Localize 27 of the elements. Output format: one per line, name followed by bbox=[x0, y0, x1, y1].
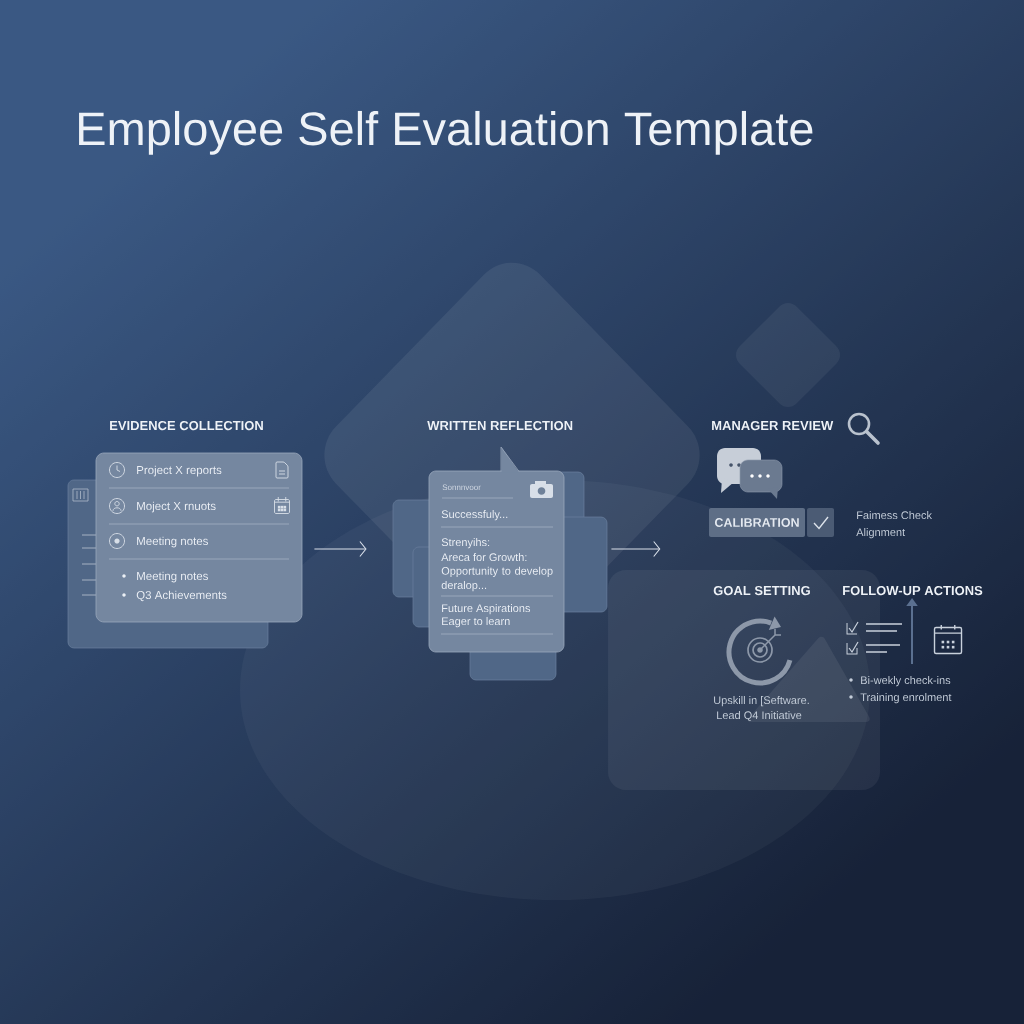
arrow bbox=[313, 540, 367, 558]
note-text: Eager to learn bbox=[442, 617, 510, 628]
note-text: Strenyihs: bbox=[441, 538, 490, 549]
item-text: Moject X rnuots bbox=[137, 501, 216, 513]
bullet-text: Bi-wekly check-ins bbox=[861, 676, 951, 687]
item-text: Meeting notes bbox=[137, 536, 208, 548]
bullet-text: Training enrolment bbox=[860, 693, 952, 704]
bullet-text: Meeting notes bbox=[137, 571, 208, 583]
note-text: Alignment bbox=[856, 528, 906, 539]
section-heading: MANAGER REVIEW bbox=[712, 420, 834, 431]
title: Employee Self Evaluation Template bbox=[79, 110, 813, 155]
item-text: Project X reports bbox=[137, 465, 222, 477]
section-heading: WRITTEN REFLECTION bbox=[427, 420, 573, 431]
arrow bbox=[610, 540, 661, 558]
tag-label: CALIBRATION bbox=[709, 508, 805, 537]
note-text: Faimess Check bbox=[857, 511, 932, 520]
note-text: Areca for Growth: bbox=[441, 553, 527, 562]
note-text: Successfuly... bbox=[441, 510, 508, 521]
caption-text: Sonnnvoor bbox=[442, 484, 481, 491]
note-text: Opportunity to develop deralop... bbox=[441, 566, 553, 592]
note-text: Future Aspirations bbox=[442, 604, 531, 615]
section-heading: GOAL SETTING bbox=[713, 585, 810, 596]
note-text: Upskill in [Seftware. bbox=[714, 696, 809, 707]
bullet-text: Q3 Achievements bbox=[136, 590, 227, 602]
note-text: Lead Q4 Initiative bbox=[717, 711, 802, 722]
section-heading: FOLLOW-UP ACTIONS bbox=[843, 585, 983, 596]
section-heading: EVIDENCE COLLECTION bbox=[110, 420, 263, 431]
